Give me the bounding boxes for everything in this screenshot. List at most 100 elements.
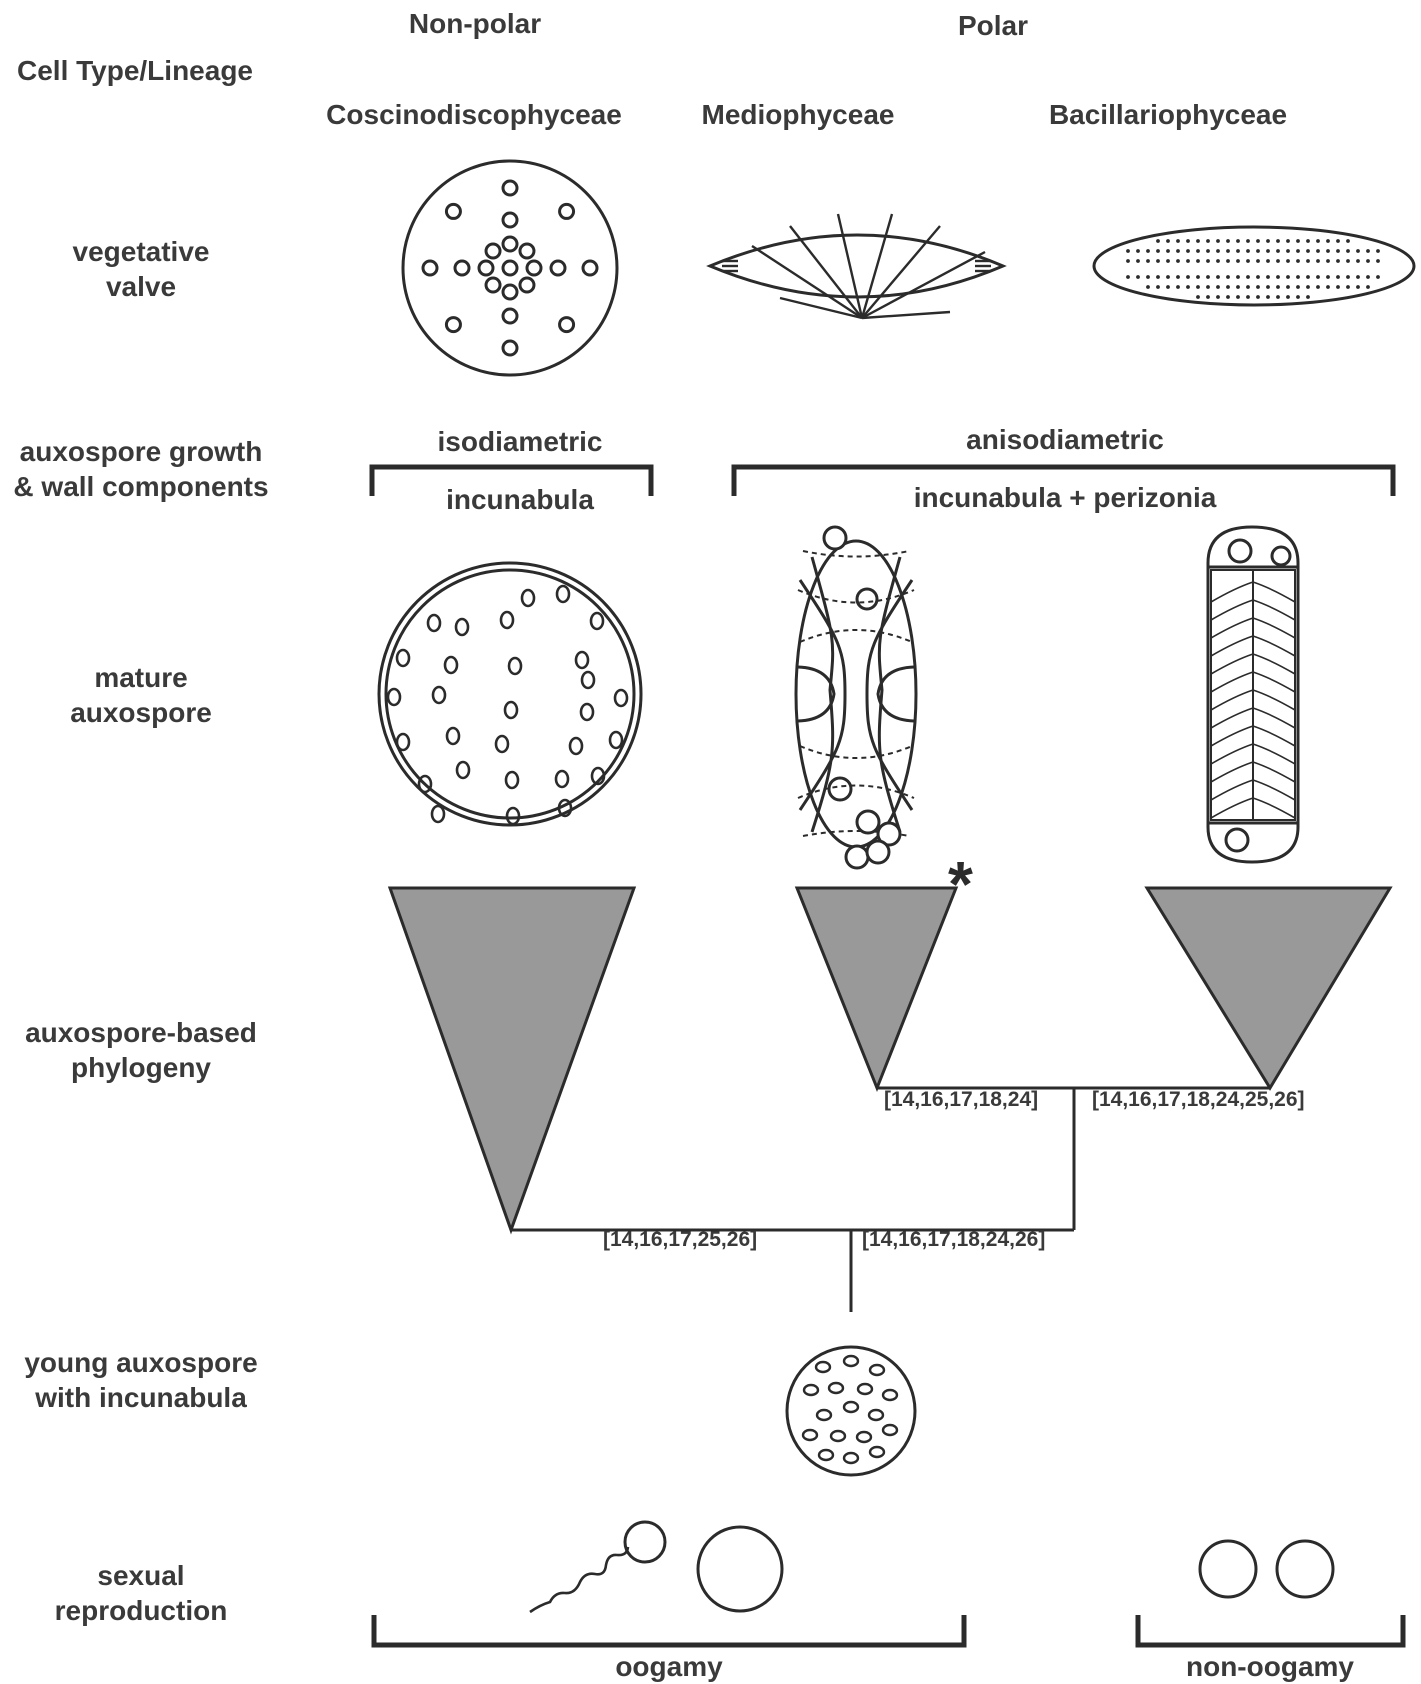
stria-dot [1196, 295, 1200, 299]
band-right [1253, 798, 1295, 818]
pore [479, 261, 493, 275]
stria-dot [1326, 249, 1330, 253]
pore [456, 619, 468, 635]
pennate-valve-drawing [1094, 227, 1414, 305]
valve-pores [423, 181, 597, 355]
stria-dot [1296, 275, 1300, 279]
band-left [1211, 618, 1253, 638]
stria-dot [1216, 249, 1220, 253]
stria-dot [1186, 285, 1190, 289]
asterisk-marker: * [948, 852, 973, 916]
mediophyceae-valve-drawing [710, 214, 1003, 318]
non-oogamy-gametes-drawing [1200, 1541, 1333, 1597]
pore [844, 1453, 858, 1463]
stria-dot [1266, 259, 1270, 263]
stria-dot [1236, 275, 1240, 279]
stria-dot [1176, 259, 1180, 263]
pore [397, 650, 409, 666]
stria-dot [1306, 239, 1310, 243]
stria-dot [1276, 249, 1280, 253]
stria-dot [1136, 259, 1140, 263]
pore [445, 657, 457, 673]
stria-dot [1176, 249, 1180, 253]
stria-dot [1276, 239, 1280, 243]
pore [503, 309, 517, 323]
stria-dot [1126, 275, 1130, 279]
band-left [1211, 654, 1253, 674]
pore [432, 806, 444, 822]
stria-dot [1356, 285, 1360, 289]
band-right [1253, 690, 1295, 710]
pore [858, 1384, 872, 1394]
stria-dot [1316, 275, 1320, 279]
stria-dot [1366, 249, 1370, 253]
pore [844, 1402, 858, 1412]
stria-dot [1126, 259, 1130, 263]
pore [503, 285, 517, 299]
stria-dot [1256, 239, 1260, 243]
stria-dot [1156, 239, 1160, 243]
stria-dot [1186, 239, 1190, 243]
stria-dot [1296, 249, 1300, 253]
band-left [1211, 780, 1253, 800]
band-right [1253, 762, 1295, 782]
pore [509, 658, 521, 674]
stria-dot [1196, 259, 1200, 263]
stria-dot [1346, 249, 1350, 253]
stria-dot [1306, 285, 1310, 289]
stria-dot [1236, 239, 1240, 243]
stria-dot [1336, 275, 1340, 279]
pore [883, 1425, 897, 1435]
stria-dot [1166, 249, 1170, 253]
stria-dot [1226, 239, 1230, 243]
stria-dot [1256, 259, 1260, 263]
stria-dot [1326, 239, 1330, 243]
stria-dot [1346, 259, 1350, 263]
pore [817, 1410, 831, 1420]
stria-dot [1316, 285, 1320, 289]
stria-dot [1306, 275, 1310, 279]
stria-dot [1376, 249, 1380, 253]
stria-dot [1166, 259, 1170, 263]
band-right [1253, 582, 1295, 602]
pore [831, 1431, 845, 1441]
stria-dot [1306, 259, 1310, 263]
stria-dot [1326, 285, 1330, 289]
egg-cell [698, 1527, 782, 1611]
stria-dot [1266, 285, 1270, 289]
stria-dot [1256, 295, 1260, 299]
stria-dot [1206, 295, 1210, 299]
pore [583, 261, 597, 275]
stria-dot [1376, 259, 1380, 263]
stria-dot [1346, 239, 1350, 243]
stria-dot [1356, 259, 1360, 263]
stria-dot [1136, 249, 1140, 253]
rib [862, 226, 940, 318]
band-left [1211, 690, 1253, 710]
band-left [1211, 582, 1253, 602]
band-right [1253, 744, 1295, 764]
pore [503, 213, 517, 227]
band-right [1253, 708, 1295, 728]
pore [503, 341, 517, 355]
stria-dot [1266, 249, 1270, 253]
stria-dot [1236, 259, 1240, 263]
pore [816, 1362, 830, 1372]
pore [870, 1365, 884, 1375]
centric-mature-auxospore-drawing [379, 563, 641, 825]
stria-dot [1286, 249, 1290, 253]
band-left [1211, 726, 1253, 746]
stria-dot [1256, 285, 1260, 289]
stria-dot [1156, 285, 1160, 289]
stria-dot [1246, 275, 1250, 279]
stria-dot [1236, 285, 1240, 289]
stria-dot [1256, 275, 1260, 279]
stria-dot [1216, 285, 1220, 289]
stria-dot [1226, 249, 1230, 253]
stria-dot [1246, 239, 1250, 243]
stria-dot [1226, 285, 1230, 289]
stria-dot [1326, 275, 1330, 279]
stria-dot [1326, 259, 1330, 263]
